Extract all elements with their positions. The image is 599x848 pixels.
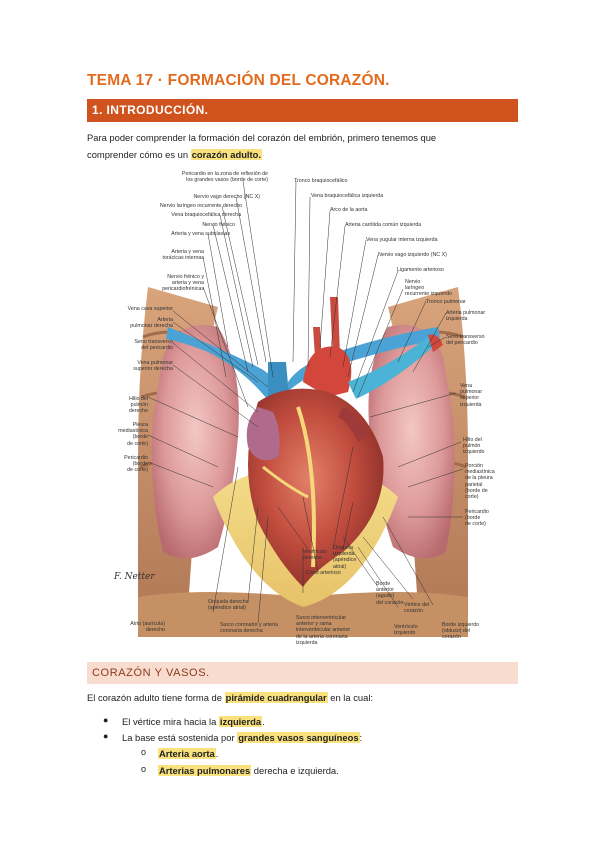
bullet-text-post: . [262, 716, 265, 727]
intro-paragraph: Para poder comprender la formación del c… [87, 129, 507, 163]
paragraph-text-pre: El corazón adulto tiene forma de [87, 692, 225, 703]
heart-illustration [138, 180, 468, 637]
label-pleura-mediastinica: Pleura mediastínica (borde de corte) [118, 422, 148, 447]
label-vertice: Vértice del corazón [404, 602, 430, 615]
label-nervio-frenico-arteria: Nervio frénico y arteria y vena pericard… [162, 274, 204, 293]
label-cono-arterioso: Cono arterioso [306, 570, 341, 576]
section-heading-corazon-vasos: CORAZÓN Y VASOS. [87, 662, 518, 684]
highlight-arteria-aorta: Arteria aorta [158, 748, 216, 759]
label-pericardio-borde-derecho: Pericardio (borde de corte) [124, 455, 148, 474]
label-arteria-pulmonar-derecha: Arteria pulmonar derecha [130, 317, 173, 330]
label-ligamento-arterioso: Ligamento arterioso [397, 267, 444, 273]
label-arteria-vena-subclavias: Arteria y vena subclavias [171, 231, 230, 237]
label-vena-braquiocefalica-izq: Vena braquiocefálica izquierda [311, 193, 384, 199]
label-tronco-braquiocefalico: Tronco braquiocefálico [294, 178, 348, 184]
label-pericardio-borde-izq: Pericardio (borde de corte) [465, 509, 489, 528]
label-porcion-mediastinica: Porción mediastínica de la pleura pariet… [465, 463, 495, 501]
highlight-arterias-pulmonares: Arterias pulmonares [158, 765, 252, 776]
label-arteria-pulmonar-izq: Arteria pulmonar izquierda [446, 310, 486, 323]
label-arco-aorta: Arco de la aorta [330, 207, 368, 213]
subbullet-text-post: derecha e izquierda. [251, 765, 339, 776]
bullet-text: El vértice mira hacia la [122, 716, 219, 727]
label-surco-interventricular: Surco interventricular anterior y rama i… [296, 615, 351, 646]
label-vena-cava-superior: Vena cava superior [127, 306, 173, 312]
label-vena-pulmonar-izq: Vena pulmonar superior izquierda [460, 383, 483, 408]
bullet-dot-icon: ● [103, 731, 109, 741]
bullet-text-post: : [359, 732, 363, 743]
highlight-corazon-adulto: corazón adulto. [190, 149, 262, 160]
label-vena-braquiocefalica-derecha: Vena braquiocefálica derecha [171, 212, 241, 218]
label-ventriculo-derecho: Ventrículo derecho [303, 549, 327, 562]
label-nervio-laringeo-izq: Nervio laríngeo recurrente izquierdo [405, 279, 453, 298]
label-seno-transverso-der: Seno transverso del pericardio [446, 334, 485, 347]
heart-anatomy-figure: F. Netter Pericardio en la zona de refle… [108, 167, 498, 651]
highlight-piramide: pirámide cuadrangular [224, 692, 328, 703]
page-title: TEMA 17 · FORMACIÓN DEL CORAZÓN. [87, 72, 390, 89]
bullet-item-base: La base está sostenida por grandes vasos… [122, 732, 362, 743]
label-nervio-vago-derecho: Nervio vago derecho (NC X) [193, 194, 260, 200]
subbullet-marker: o [141, 764, 147, 774]
label-arteria-vena-toracicas: Arteria y vena torácicas internas [162, 249, 204, 262]
label-borde-anterior: Borde anterior (agudo) del corazón [376, 581, 404, 606]
label-arteria-carotida: Arteria carótida común izquierda [345, 222, 422, 228]
intro-line-2: comprender cómo es un corazón adulto. [87, 146, 507, 163]
label-atrio-derecho: Atrio (aurícula) derecho [130, 621, 165, 634]
bullet-item-vertice: El vértice mira hacia la izquierda. [122, 716, 265, 727]
section-heading-introduccion: 1. INTRODUCCIÓN. [87, 99, 518, 122]
highlight-grandes-vasos: grandes vasos sanguíneos [237, 732, 360, 743]
intro-text: comprender cómo es un [87, 149, 191, 160]
label-surco-coronario: Surco coronario y arteria coronaria dere… [220, 622, 278, 635]
signature: F. Netter [114, 572, 155, 582]
label-nervio-laringeo-derecho: Nervio laríngeo recurrente derecho [159, 203, 242, 209]
label-borde-izquierdo: Borde izquierdo (obtuso) del corazón [442, 622, 480, 641]
label-ventriculo-izquierdo: Ventrículo izquierdo [394, 624, 418, 637]
subbullet-marker: o [141, 747, 147, 757]
label-nervio-vago-izq: Nervio vago izquierdo (NC X) [378, 252, 447, 258]
label-orejuela-derecha: Orejuela derecha (apéndice atrial) [208, 599, 249, 612]
label-orejuela-izquierda: Orejuela izquierda (apéndice atrial) [333, 545, 357, 570]
label-seno-transverso-izq: Seno transverso del pericardio [134, 339, 173, 352]
label-pericardio-reflexion: Pericardio en la zona de reflexión de lo… [182, 171, 268, 184]
bullet-dot-icon: ● [103, 715, 109, 725]
body-paragraph: El corazón adulto tiene forma de pirámid… [87, 692, 373, 703]
label-hilio-pulmon-izq: Hilio del pulmón izquierdo [463, 437, 485, 456]
label-tronco-pulmonar: Tronco pulmonar [426, 299, 466, 305]
intro-line-1: Para poder comprender la formación del c… [87, 132, 437, 143]
label-vena-pulmonar-derecha: Vena pulmonar superior derecha [133, 360, 173, 373]
label-vena-yugular: Vena yugular interna izquierda [366, 237, 438, 243]
label-hilio-pulmon-derecho: Hilio del pulmón derecho [128, 396, 148, 415]
bullet-text: La base está sostenida por [122, 732, 238, 743]
paragraph-text-post: en la cual: [327, 692, 374, 703]
subbullet-item-pulmonares: Arterias pulmonares derecha e izquierda. [158, 765, 339, 776]
label-nervio-frenico: Nervio frénico [202, 222, 235, 228]
subbullet-text-post: . [215, 748, 219, 759]
subbullet-item-aorta: Arteria aorta. [158, 748, 218, 759]
highlight-izquierda: izquierda [218, 716, 263, 727]
